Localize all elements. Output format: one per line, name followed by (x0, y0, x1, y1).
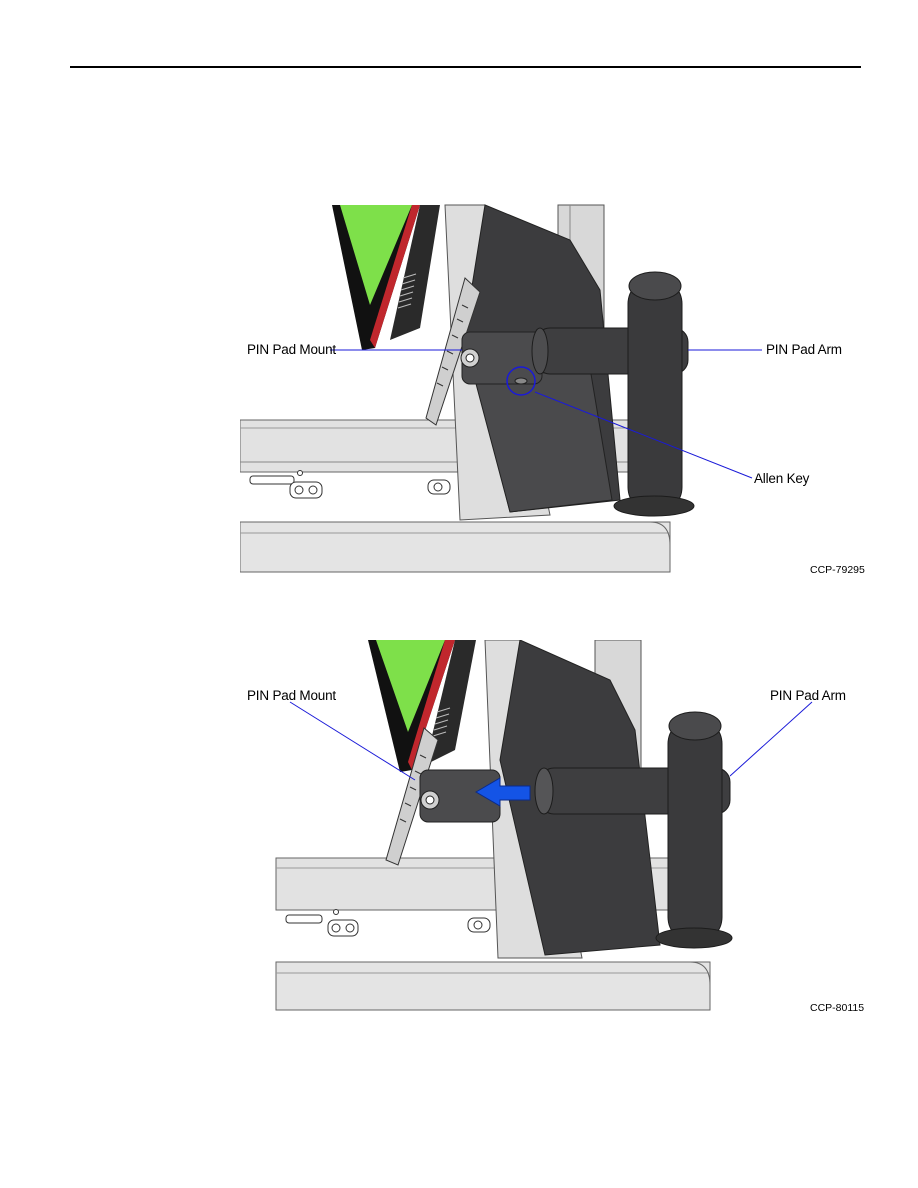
callout-pin-pad-arm: PIN Pad Arm (766, 342, 842, 357)
figure-pin-pad-arm-installed: PIN Pad Mount PIN Pad Arm Allen Key CCP-… (240, 200, 865, 578)
header-rule (70, 66, 861, 68)
figure-id: CCP-80115 (810, 1002, 865, 1014)
callout-pin-pad-mount: PIN Pad Mount (247, 342, 336, 357)
callout-pin-pad-arm: PIN Pad Arm (770, 688, 846, 703)
pin-pad-arm-illustration (240, 204, 762, 573)
pin-pad-arm-slide-illustration (275, 640, 813, 1011)
callout-pin-pad-mount: PIN Pad Mount (247, 688, 336, 703)
figure-pin-pad-arm-slide: PIN Pad Mount PIN Pad Arm CCP-80115 (240, 640, 865, 1018)
figure-id: CCP-79295 (810, 564, 865, 576)
callout-allen-key: Allen Key (754, 471, 810, 486)
